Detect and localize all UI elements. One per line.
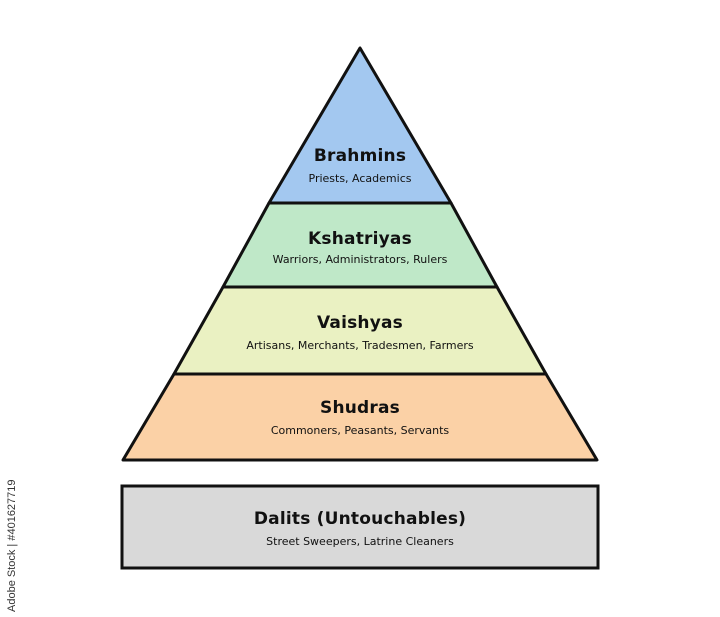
tier-vaishyas-title: Vaishyas [316, 313, 404, 333]
tier-shudras-subtitle: Commoners, Peasants, Servants [270, 424, 450, 437]
tier-kshatriyas-title: Kshatriyas [308, 229, 412, 249]
tier-brahmins-title: Brahmins [313, 146, 407, 166]
dalits-subtitle: Street Sweepers, Latrine Cleaners [266, 535, 454, 548]
tier-brahmins-subtitle: Priests, Academics [308, 172, 412, 185]
tier-vaishyas-subtitle: Artisans, Merchants, Tradesmen, Farmers [246, 339, 474, 352]
tier-shudras-shape [121, 372, 599, 462]
dalits-title: Dalits (Untouchables) [253, 509, 467, 529]
stock-watermark: Adobe Stock | #401627719 [4, 452, 20, 612]
stock-watermark-text: Adobe Stock | #401627719 [6, 479, 18, 612]
dalits-box [120, 484, 600, 570]
tier-kshatriyas-subtitle: Warriors, Administrators, Rulers [272, 253, 448, 266]
tier-shudras-title: Shudras [320, 398, 400, 418]
